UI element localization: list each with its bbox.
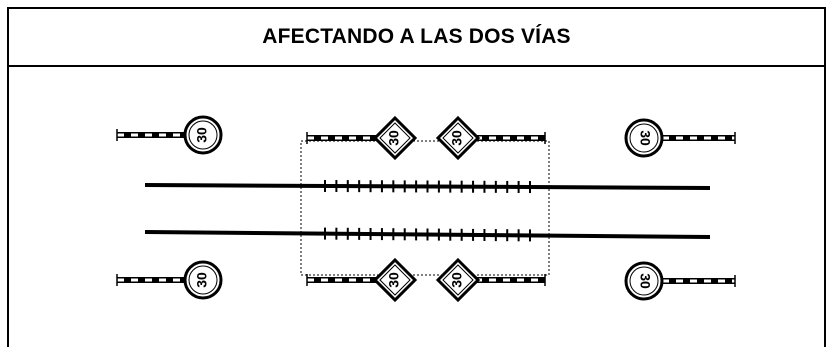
- diamond-speed-sign-icon: 30: [449, 130, 465, 146]
- speed-sign-lower-left: 30: [116, 260, 223, 300]
- diagram-frame: AFECTANDO A LAS DOS VÍAS: [7, 7, 826, 347]
- speed-limit-sign-icon: 30: [637, 130, 653, 146]
- diamond-sign-upper-right: 30: [435, 115, 546, 161]
- speed-limit-sign-icon: 30: [194, 272, 210, 288]
- speed-limit-sign-icon: 30: [194, 127, 210, 143]
- ties-upper: [324, 179, 531, 194]
- speed-limit-sign-icon: 30: [637, 273, 653, 289]
- diamond-speed-sign-icon: 30: [449, 272, 465, 288]
- track-diagram: 30 30 30 30 30: [116, 115, 736, 303]
- speed-sign-upper-right: 30: [624, 118, 736, 158]
- diamond-speed-sign-icon: 30: [386, 272, 402, 288]
- diagram-header: AFECTANDO A LAS DOS VÍAS: [9, 9, 824, 67]
- work-zone-dashed-area: [300, 140, 550, 276]
- diamond-sign-lower-left: 30: [306, 257, 418, 303]
- ties-lower: [324, 227, 531, 242]
- speed-sign-lower-right: 30: [624, 261, 736, 301]
- diamond-sign-upper-left: 30: [306, 115, 418, 161]
- diagram-title: AFECTANDO A LAS DOS VÍAS: [262, 25, 571, 48]
- speed-sign-upper-left: 30: [116, 115, 223, 155]
- diamond-sign-lower-right: 30: [435, 257, 546, 303]
- diamond-speed-sign-icon: 30: [386, 130, 402, 146]
